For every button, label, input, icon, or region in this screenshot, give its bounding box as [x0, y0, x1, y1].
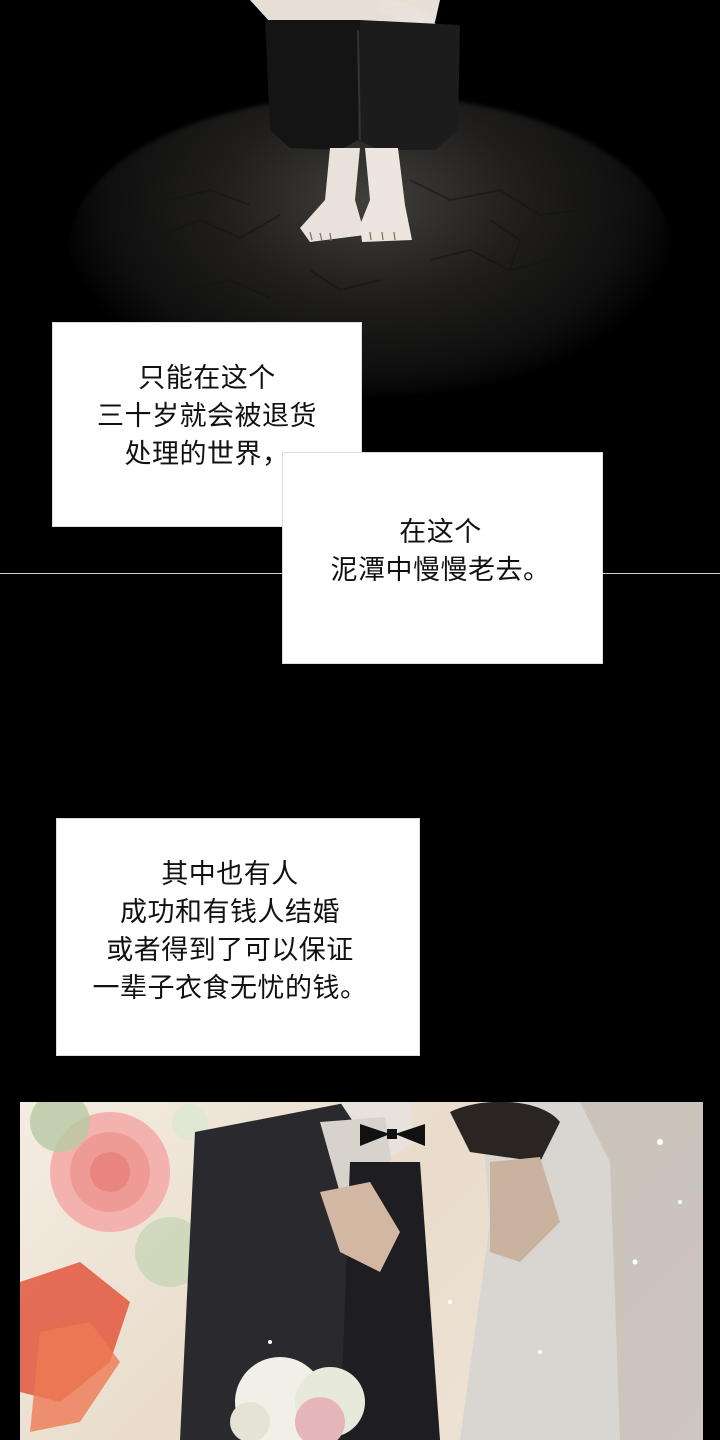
- narration-line: 只能在这个: [138, 362, 276, 394]
- narration-line: 处理的世界，: [124, 438, 290, 470]
- narration-line: 泥潭中慢慢老去。: [330, 555, 551, 586]
- wedding-illustration: [20, 1102, 703, 1440]
- narration-line: 成功和有钱人结婚: [120, 897, 340, 928]
- narration-line: 三十岁就会被退货: [97, 400, 317, 432]
- wedding-couple-panel: [20, 1102, 703, 1440]
- narration-line: 一辈子衣食无忧的钱。: [92, 973, 368, 1004]
- seated-barefoot-figure: [250, 0, 460, 242]
- cracked-earth: [149, 179, 581, 299]
- narration-box-2: 在这个 泥潭中慢慢老去。: [282, 452, 603, 664]
- narration-line: 或者得到了可以保证: [106, 935, 354, 966]
- narration-box-3: 其中也有人 成功和有钱人结婚 或者得到了可以保证 一辈子衣食无忧的钱。: [56, 818, 420, 1056]
- narration-line: 在这个: [399, 517, 482, 548]
- narration-line: 其中也有人: [161, 859, 299, 890]
